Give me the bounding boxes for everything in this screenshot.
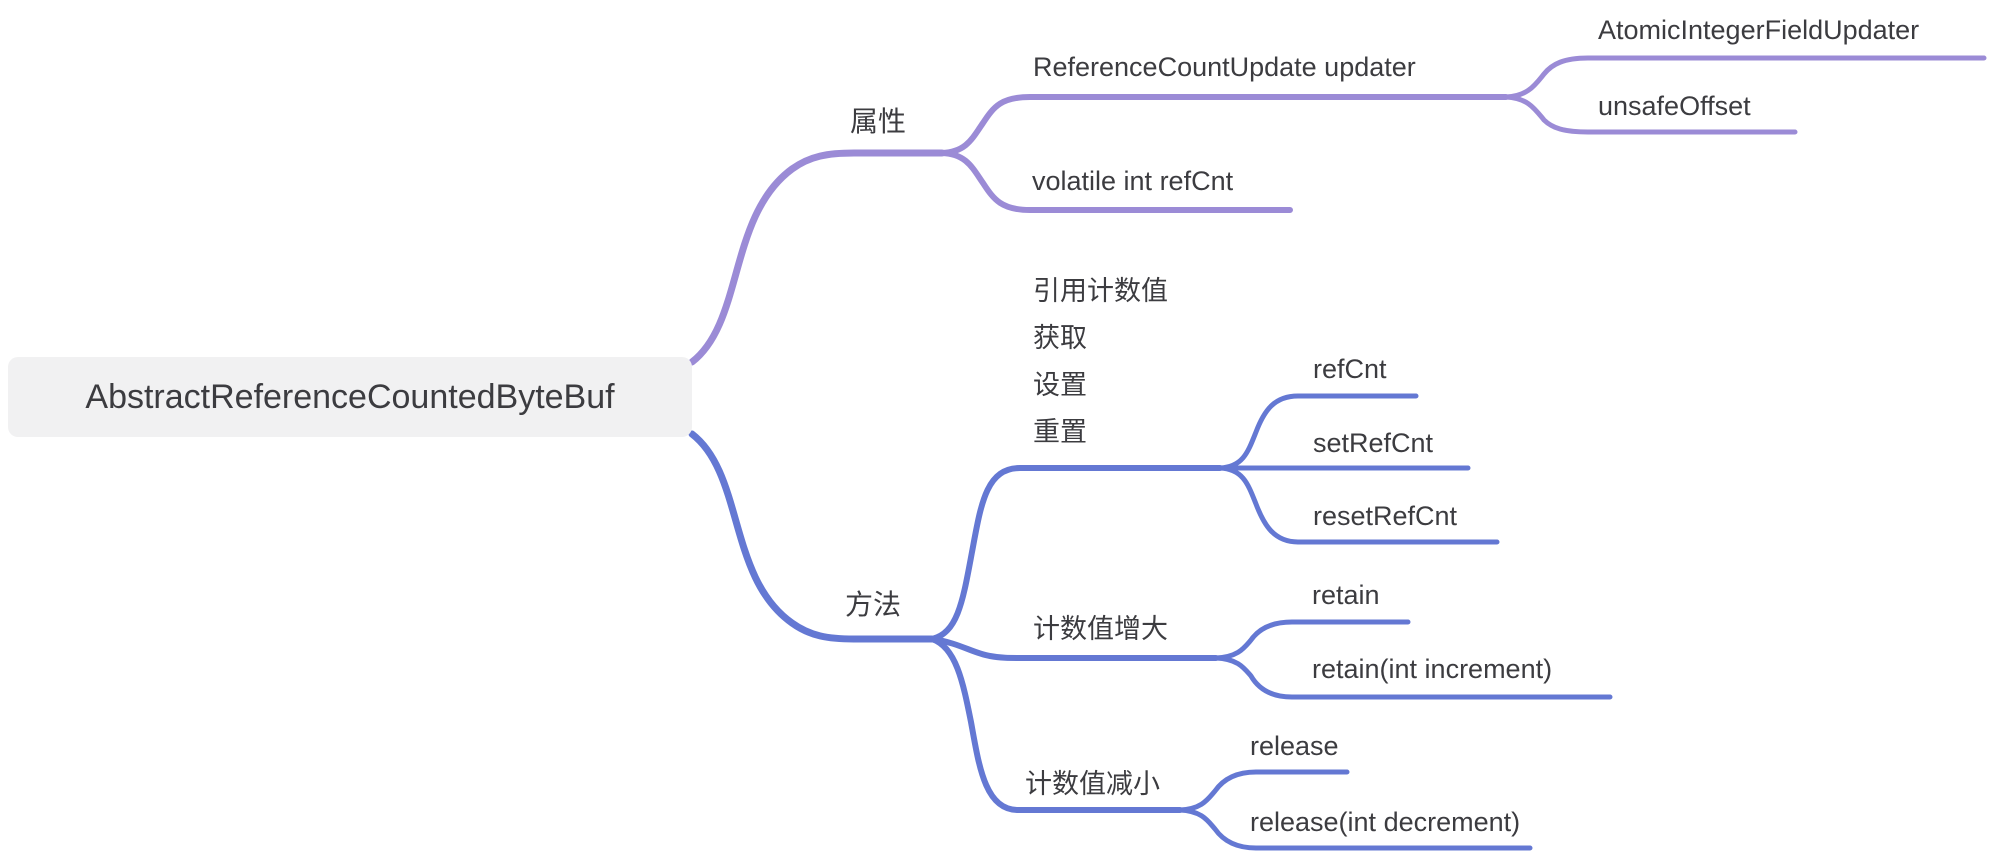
branch-line-resetrefcnt	[1217, 465, 1500, 545]
branch-line-count-decrease	[929, 636, 1183, 813]
branch-line-count-increase	[929, 636, 1219, 661]
node-refcount-ops[interactable]: 引用计数值 获取 设置 重置	[1033, 268, 1168, 456]
node-release-int-decrement[interactable]: release(int decrement)	[1250, 807, 1521, 837]
node-atomic-integer-field-updater[interactable]: AtomicIntegerFieldUpdater	[1598, 15, 1920, 45]
root-node[interactable]: AbstractReferenceCountedByteBuf	[8, 357, 692, 437]
branch-line-properties	[688, 149, 946, 366]
branch-line-retain-int-increment	[1213, 655, 1613, 700]
root-node-label: AbstractReferenceCountedByteBuf	[85, 377, 615, 416]
branch-line-updater	[939, 94, 1509, 156]
node-refcount-ops-line3: 设置	[1033, 370, 1087, 400]
branch-line-methods	[688, 430, 936, 643]
node-refcount-ops-line1: 引用计数值	[1033, 276, 1168, 306]
branch-line-release-int-decrement	[1177, 807, 1533, 851]
branch-line-atomic-integer-field-updater	[1503, 55, 1987, 100]
node-volatile-int-refcnt[interactable]: volatile int refCnt	[1032, 166, 1234, 196]
node-refcnt[interactable]: refCnt	[1313, 354, 1387, 384]
node-reference-count-update-updater[interactable]: ReferenceCountUpdate updater	[1033, 52, 1416, 82]
node-release[interactable]: release	[1250, 731, 1339, 761]
node-count-increase[interactable]: 计数值增大	[1033, 614, 1168, 644]
node-methods[interactable]: 方法	[845, 589, 902, 620]
branch-line-retain	[1213, 619, 1411, 661]
node-resetrefcnt[interactable]: resetRefCnt	[1313, 501, 1458, 531]
node-setrefcnt[interactable]: setRefCnt	[1313, 428, 1434, 458]
node-count-decrease[interactable]: 计数值减小	[1025, 769, 1160, 799]
node-retain[interactable]: retain	[1312, 580, 1380, 610]
branch-line-volatile-refcnt	[939, 150, 1293, 213]
branch-line-unsafe-offset	[1503, 94, 1798, 135]
branch-line-refcnt	[1217, 393, 1419, 471]
node-unsafe-offset[interactable]: unsafeOffset	[1598, 91, 1751, 121]
branch-line-refcount-ops	[929, 465, 1223, 642]
node-refcount-ops-line2: 获取	[1033, 323, 1087, 353]
node-retain-int-increment[interactable]: retain(int increment)	[1312, 654, 1553, 684]
branch-line-release	[1177, 769, 1350, 813]
node-refcount-ops-line4: 重置	[1033, 417, 1087, 447]
node-properties[interactable]: 属性	[850, 106, 907, 137]
